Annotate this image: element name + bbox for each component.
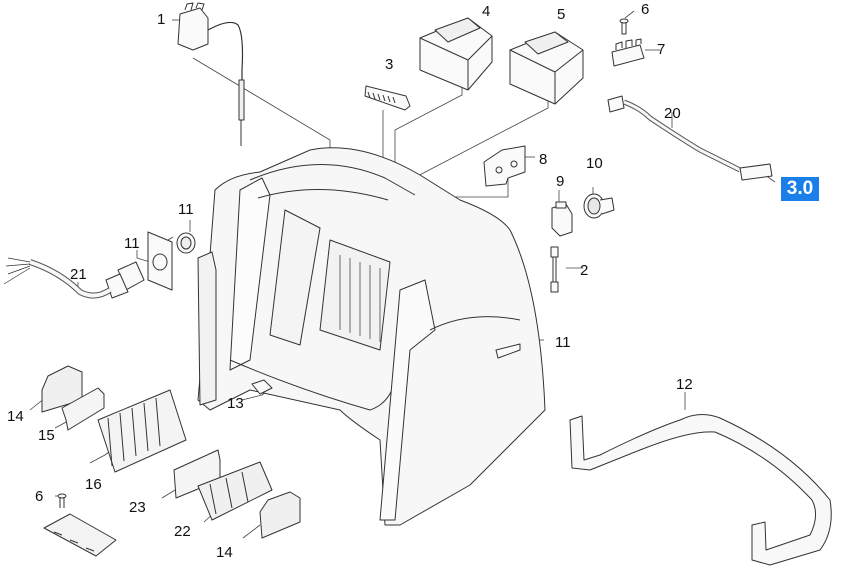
transformer-part [509,31,584,105]
callout-23: 23 [129,499,146,516]
knob-part [583,193,615,219]
callout-8: 8 [539,151,548,168]
end-cap-part [41,365,83,413]
callout-14-bottom: 14 [216,544,233,561]
callout-13: 13 [227,395,244,412]
transformer-part [419,17,493,91]
callout-11-gland: 11 [124,235,140,252]
gasket-plate-part [147,231,173,291]
callout-11-grommet: 11 [178,201,194,218]
callout-14-top: 14 [7,408,24,425]
callout-6-bottom: 6 [35,488,44,505]
comb-strip-part [364,85,411,111]
handle-part [569,414,832,566]
callout-10: 10 [586,155,603,172]
din-rail-part [43,513,117,557]
callout-3: 3 [385,56,394,73]
switch-part [551,201,573,237]
callout-2: 2 [580,262,589,279]
screw-part [57,493,67,508]
housing-part [197,147,546,526]
callout-21: 21 [70,266,87,283]
end-cap-part [259,491,301,539]
callout-9: 9 [556,173,565,190]
callout-4: 4 [482,3,491,20]
callout-22: 22 [174,523,191,540]
wiring-harness-part [607,95,773,181]
thermostat-part [177,2,245,146]
callout-15: 15 [38,427,55,444]
power-cable-part [3,257,112,299]
cable-part [550,246,559,293]
separator-plate-part [173,449,221,499]
callout-5: 5 [557,6,566,23]
callout-20: 20 [664,105,681,122]
callout-1: 1 [157,11,166,28]
terminal-block-part [611,38,645,67]
grommet-part [176,232,196,254]
callout-12: 12 [676,376,693,393]
callout-6-top: 6 [641,1,650,18]
callout-11-housing: 11 [555,334,571,351]
screw-part [619,18,629,35]
mounting-plate-part [483,145,526,187]
terminal-blocks-part [97,389,187,473]
callout-16: 16 [85,476,102,493]
terminal-blocks-part [197,461,273,521]
callout-7: 7 [657,41,666,58]
cable-gland-part [105,261,145,299]
end-plate-part [61,387,105,431]
clip-part [251,379,273,395]
reference-badge-link[interactable]: 3.0 [781,177,819,201]
